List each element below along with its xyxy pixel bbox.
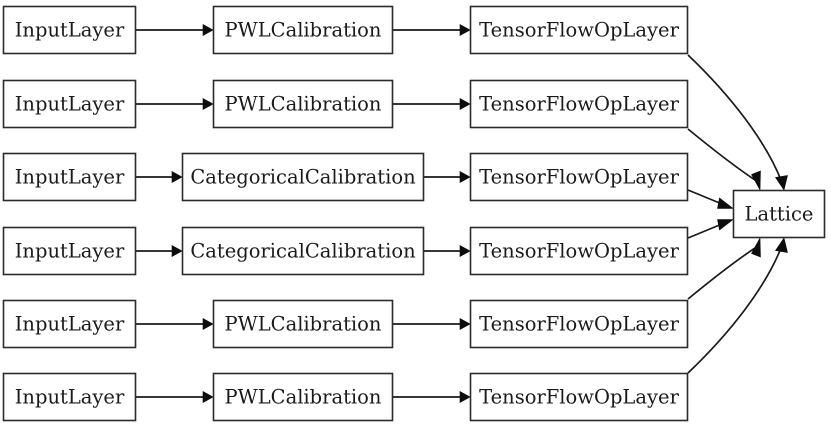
- node-op-layer-row5[interactable]: TensorFlowOpLayer: [469, 299, 689, 349]
- node-label: TensorFlowOpLayer: [479, 166, 679, 189]
- edge-op-to-lattice-row6: [687, 237, 788, 374]
- node-label: PWLCalibration: [225, 19, 382, 42]
- node-op-layer-row6[interactable]: TensorFlowOpLayer: [469, 372, 689, 422]
- node-label: Lattice: [745, 203, 814, 226]
- edge-input-to-calibration-row3: [136, 170, 183, 184]
- node-input-layer-row5[interactable]: InputLayer: [2, 299, 137, 349]
- edge-calibration-to-op-row2: [393, 97, 471, 111]
- edge-input-to-calibration-row5: [136, 317, 214, 331]
- node-label: InputLayer: [15, 386, 125, 409]
- node-label: TensorFlowOpLayer: [479, 19, 679, 42]
- edge-layer: [136, 23, 788, 404]
- node-calibration-row5[interactable]: PWLCalibration: [212, 299, 394, 349]
- node-op-layer-row1[interactable]: TensorFlowOpLayer: [469, 5, 689, 55]
- node-label: TensorFlowOpLayer: [479, 386, 679, 409]
- node-calibration-row6[interactable]: PWLCalibration: [212, 372, 394, 422]
- node-label: CategoricalCalibration: [190, 240, 416, 263]
- edge-op-to-lattice-row5: [687, 236, 761, 300]
- node-label: TensorFlowOpLayer: [479, 313, 679, 336]
- node-label: PWLCalibration: [225, 93, 382, 116]
- node-label: PWLCalibration: [225, 386, 382, 409]
- edge-input-to-calibration-row6: [136, 390, 214, 404]
- edge-op-to-lattice-row2: [687, 128, 761, 192]
- node-calibration-row1[interactable]: PWLCalibration: [212, 5, 394, 55]
- node-label: InputLayer: [15, 240, 125, 263]
- edge-calibration-to-op-row6: [393, 390, 471, 404]
- node-label: InputLayer: [15, 313, 125, 336]
- node-label: PWLCalibration: [225, 313, 382, 336]
- edge-input-to-calibration-row4: [136, 244, 183, 258]
- node-lattice-output[interactable]: Lattice: [732, 189, 826, 239]
- node-op-layer-row2[interactable]: TensorFlowOpLayer: [469, 79, 689, 129]
- edge-calibration-to-op-row4: [424, 244, 471, 258]
- edge-op-to-lattice-row4: [687, 219, 734, 239]
- node-label: TensorFlowOpLayer: [479, 240, 679, 263]
- node-label: InputLayer: [15, 166, 125, 189]
- edge-op-to-lattice-row3: [687, 189, 734, 209]
- node-input-layer-row1[interactable]: InputLayer: [2, 5, 137, 55]
- edge-op-to-lattice-row1: [687, 54, 788, 191]
- node-input-layer-row2[interactable]: InputLayer: [2, 79, 137, 129]
- node-input-layer-row3[interactable]: InputLayer: [2, 152, 137, 202]
- node-input-layer-row4[interactable]: InputLayer: [2, 226, 137, 276]
- node-op-layer-row3[interactable]: TensorFlowOpLayer: [469, 152, 689, 202]
- edge-calibration-to-op-row1: [393, 23, 471, 37]
- node-label: InputLayer: [15, 19, 125, 42]
- node-label: CategoricalCalibration: [190, 166, 416, 189]
- node-calibration-row3[interactable]: CategoricalCalibration: [181, 152, 425, 202]
- node-calibration-row2[interactable]: PWLCalibration: [212, 79, 394, 129]
- node-input-layer-row6[interactable]: InputLayer: [2, 372, 137, 422]
- node-label: InputLayer: [15, 93, 125, 116]
- edge-calibration-to-op-row3: [424, 170, 471, 184]
- node-calibration-row4[interactable]: CategoricalCalibration: [181, 226, 425, 276]
- edge-calibration-to-op-row5: [393, 317, 471, 331]
- edge-input-to-calibration-row1: [136, 23, 214, 37]
- edge-input-to-calibration-row2: [136, 97, 214, 111]
- node-label: TensorFlowOpLayer: [479, 93, 679, 116]
- node-op-layer-row4[interactable]: TensorFlowOpLayer: [469, 226, 689, 276]
